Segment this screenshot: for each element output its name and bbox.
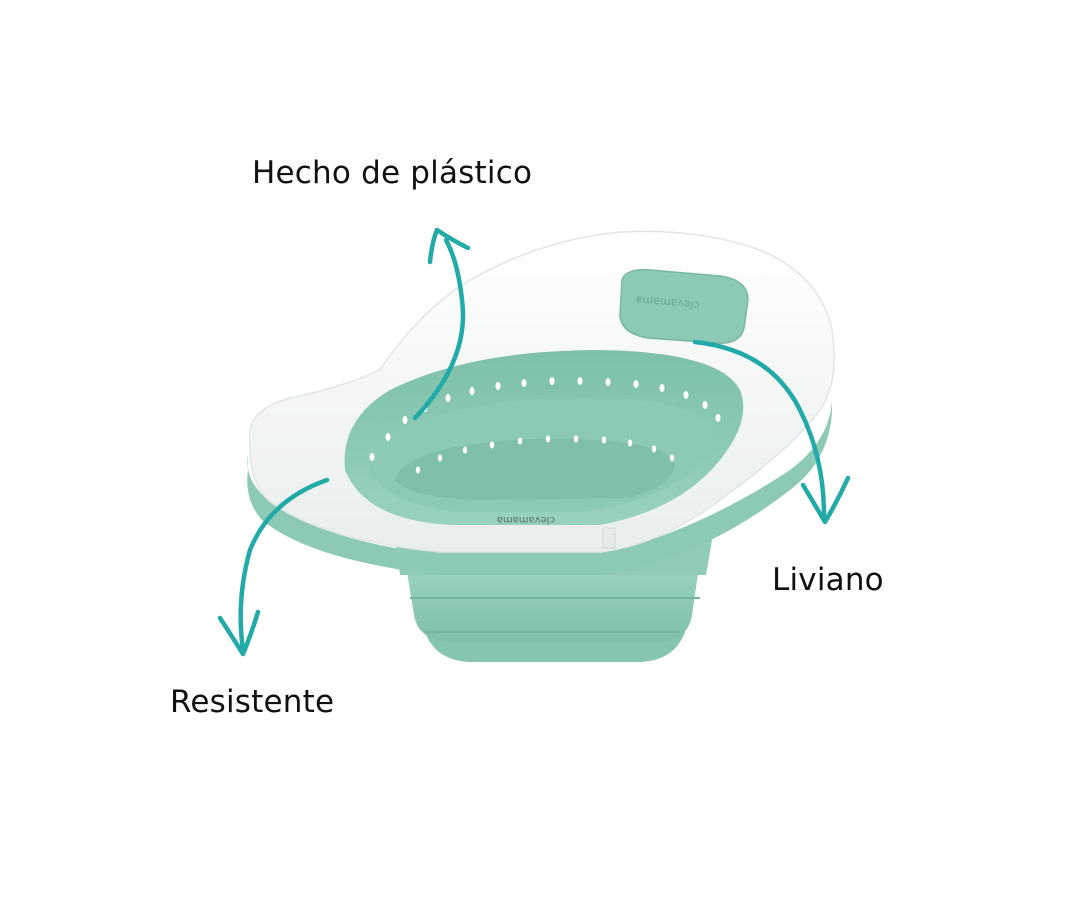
annotation-resistant: Resistente [170, 684, 335, 720]
arrow-up-icon [412, 227, 471, 421]
brand-logo: clevamama [497, 514, 555, 525]
tub-rim-green-band [247, 400, 833, 575]
head-rest-pad: clevamama [619, 268, 749, 344]
side-clip [602, 527, 616, 549]
arrow-down-left-icon [217, 477, 330, 657]
annotation-lightweight: Liviano [772, 562, 884, 598]
head-rest-logo: clevamama [635, 293, 700, 312]
annotation-plastic: Hecho de plástico [252, 155, 533, 191]
arrow-down-right-icon [692, 339, 851, 525]
